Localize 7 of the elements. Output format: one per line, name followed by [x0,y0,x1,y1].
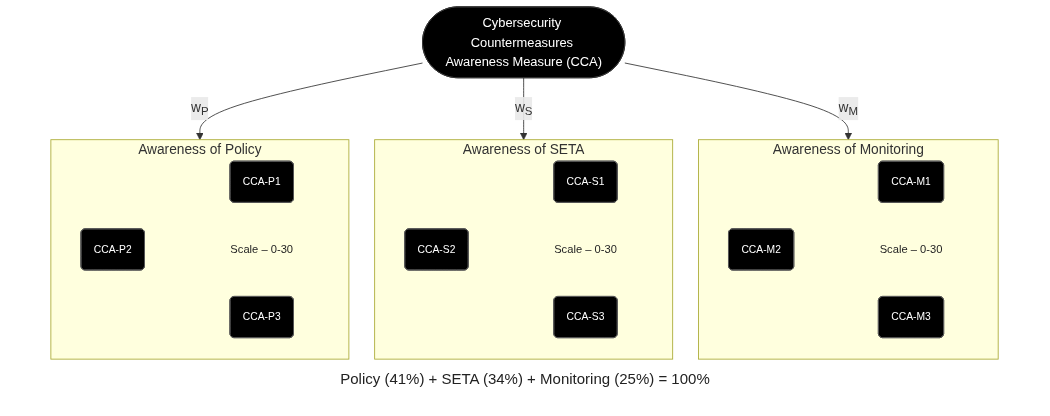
formula-note: Policy (41%) + SETA (34%) + Monitoring (25%) = 100% [339,370,711,387]
node-label: Scale – 0-30 [230,242,294,256]
edge-label: w$_{S}$ [515,99,533,118]
edge-label: w$_{M}$ [839,99,859,118]
node-label: Scale – 0-30 [880,242,943,256]
edge-label: w$_{P}$ [191,99,210,118]
node-label: Scale – 0-30 [554,242,618,256]
